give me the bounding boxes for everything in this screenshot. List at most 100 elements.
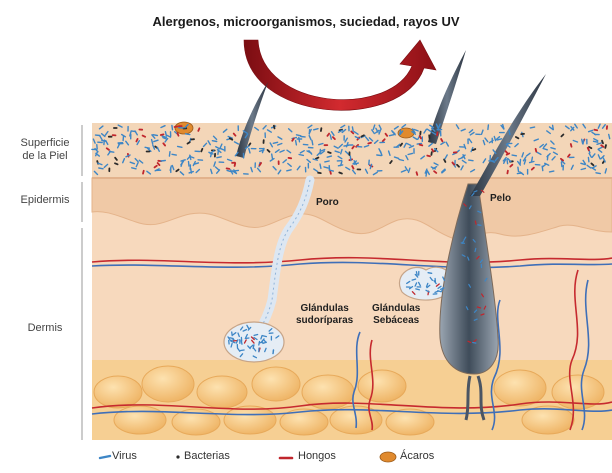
microbe [186,134,190,135]
hair-label: Pelo [490,193,511,205]
microbe [507,159,508,163]
pore-label: Poro [316,197,339,209]
microbe [473,343,476,344]
microbe [420,145,423,146]
microbe [175,127,178,128]
microbe [488,125,489,129]
microbe [330,135,331,139]
microbe [517,173,521,174]
microbe [400,130,401,134]
microbe [536,149,537,152]
microbe [588,148,589,151]
microbe [399,160,403,161]
microbe [368,143,371,144]
microbe [361,135,364,136]
microbe [427,156,430,157]
microbe [296,141,297,145]
microbe [377,155,381,156]
microbe [217,157,221,158]
microbe [153,135,157,136]
microbe [172,154,176,155]
microbe [339,173,342,174]
microbe [420,136,421,139]
legend-virus: Virus [112,450,137,462]
microbe [259,342,260,346]
surface-label: Superficie de la Piel [14,137,76,163]
microbe [589,147,591,148]
epidermis-label: Epidermis [10,194,80,206]
sweat-glands-label-line1: Glándulas [296,303,353,315]
microbe [230,138,233,139]
microbe [571,144,572,147]
legend-bacteria: Bacterias [184,450,230,462]
microbe [299,155,303,156]
microbe [320,164,321,168]
microbe [272,154,273,158]
microbe [469,160,473,161]
microbe [328,152,331,153]
microbe [161,161,165,162]
microbe [437,132,438,135]
microbe [145,147,149,148]
sweat-glands-label-line2: sudoríparas [296,315,353,327]
microbe [241,350,245,351]
microbe [177,133,178,136]
microbe [475,221,476,224]
microbe [478,225,481,226]
microbe [550,171,554,172]
sebaceous-glands-label-line1: Glándulas [372,303,420,315]
dermis-label: Dermis [14,322,76,334]
microbe [512,155,516,156]
microbe [594,130,597,131]
sebaceous-glands-label: Glándulas Sebáceas [372,303,420,327]
microbe [475,248,476,251]
microbe [161,134,164,135]
microbe [131,131,135,132]
microbe [441,139,442,141]
microbe [189,162,190,166]
surface-label-line1: Superficie [14,137,76,150]
deflection-arrow [244,40,436,110]
microbe [507,171,508,174]
microbe [143,136,146,137]
microbe [416,272,417,276]
microbe [507,153,510,154]
microbe [518,167,519,171]
microbe [178,146,182,147]
microbe [390,135,394,136]
microbe [416,289,420,290]
microbe [532,157,533,161]
microbe [287,170,291,171]
microbe [596,173,600,174]
legend: Virus Bacterias Hongos Ácaros [0,450,612,466]
sweat-glands-label: Glándulas sudoríparas [296,303,353,327]
microbe [444,159,445,162]
microbe [132,168,136,169]
microbe [316,158,319,159]
surface-label-line2: de la Piel [14,150,76,163]
microbe [330,171,331,174]
legend-fungi: Hongos [298,450,336,462]
microbe [426,172,427,176]
microbe [188,142,190,144]
microbe [230,338,234,339]
sebaceous-glands-label-line2: Sebáceas [372,315,420,327]
microbe [99,168,103,169]
microbe [594,141,598,142]
microbe [530,127,534,128]
microbe [605,145,606,148]
microbe [274,126,275,129]
microbe [547,156,548,160]
microbe [241,341,242,345]
microbe [254,335,258,336]
microbe [232,332,233,336]
microbe [588,157,589,161]
microbe [352,127,353,131]
microbe [172,125,173,129]
microbe [417,172,418,175]
microbe [312,141,313,145]
microbe [190,155,191,159]
microbe [602,141,603,144]
